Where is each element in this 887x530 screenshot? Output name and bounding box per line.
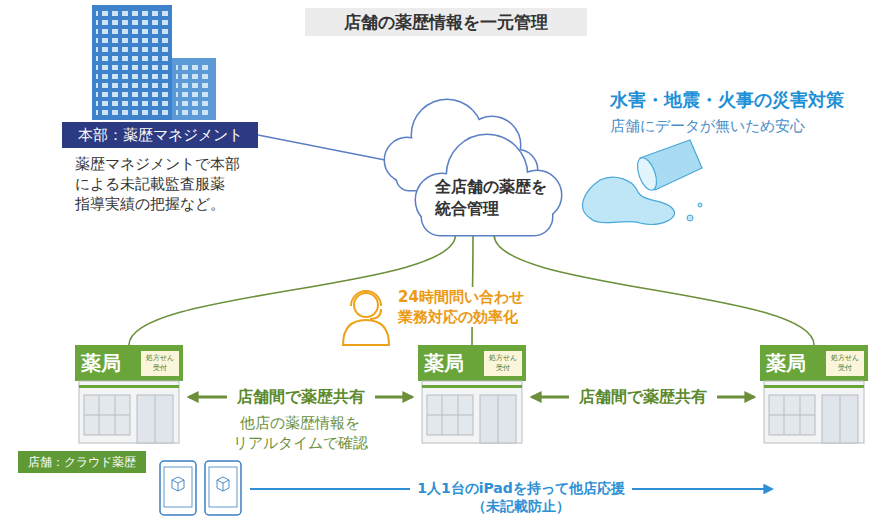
- store-wall: [79, 381, 179, 443]
- tag-text: 店舗：クラウド薬歴: [18, 451, 146, 473]
- store-sign-text: 薬局: [766, 350, 806, 376]
- headquarters-box: 本部：薬歴マネジメント薬歴マネジメントで本部 による未記載監査服薬 指導実績の把…: [62, 122, 258, 218]
- ipad-cube: [217, 477, 229, 491]
- store-sign-text: 薬局: [424, 350, 464, 376]
- store-stripe: [79, 385, 179, 388]
- bucket-mouth: [634, 155, 661, 192]
- store-door: [480, 395, 516, 443]
- box-heading: 本部：薬歴マネジメント: [62, 122, 258, 148]
- water-drop: [698, 203, 702, 207]
- box-body: 薬歴マネジメントで本部 による未記載監査服薬 指導実績の把握など。: [75, 154, 255, 214]
- store-door-frame: [498, 395, 499, 443]
- diagram-title: 店舗の薬歴情報を一元管理: [305, 8, 587, 36]
- store-reception-sign: 処方せん 受付: [484, 351, 522, 376]
- ipad-icon: [205, 461, 241, 515]
- connector-label: 店舗間で薬歴共有: [569, 386, 717, 408]
- store-reception-sign: 処方せん 受付: [826, 351, 864, 376]
- operator-icon: [343, 291, 389, 345]
- pharmacy-store: 薬局処方せん 受付: [760, 345, 868, 443]
- ipad-frame: [160, 461, 196, 515]
- store-stripe: [764, 385, 864, 388]
- store-window-frame: [427, 415, 473, 416]
- note-text: 店舗にデータが無いため安心: [610, 116, 805, 136]
- note-heading: 水害・地震・火事の災害対策: [610, 88, 844, 112]
- service-note: 24時間問い合わせ 業務対応の効率化: [398, 287, 538, 327]
- store-window-frame: [84, 415, 130, 416]
- share-note: 他店の薬歴情報を リアルタイムで確認: [222, 413, 378, 453]
- operator-head: [354, 293, 378, 317]
- connector: [258, 135, 385, 160]
- ipad-frame: [205, 461, 241, 515]
- store-wall: [764, 381, 864, 443]
- connector: [494, 235, 814, 345]
- store-window: [427, 395, 473, 435]
- ipad-cube: [172, 477, 184, 491]
- store-door: [137, 395, 173, 443]
- pharmacy-store: 薬局処方せん 受付: [75, 345, 183, 443]
- pharmacy-store: 薬局処方せん 受付: [418, 345, 526, 443]
- store-door: [822, 395, 858, 443]
- water-drop: [687, 215, 693, 221]
- connector-label: 店舗間で薬歴共有: [227, 386, 375, 408]
- store-sign-text: 薬局: [81, 350, 121, 376]
- store-window-frame: [769, 415, 815, 416]
- cloud-node: 全店舗の薬歴を 統合管理: [385, 100, 561, 235]
- store-tag: 店舗：クラウド薬歴: [18, 451, 146, 473]
- operator-headset: [351, 291, 381, 306]
- store-door-frame: [155, 395, 156, 443]
- store-stripe: [422, 385, 522, 388]
- store-door-frame: [840, 395, 841, 443]
- ipad-icon: [160, 461, 196, 515]
- store-window: [769, 395, 815, 435]
- operator-mic: [370, 309, 381, 319]
- store-wall: [422, 381, 522, 443]
- hq-building: [92, 5, 172, 120]
- cloud-text: 全店舗の薬歴を 統合管理: [435, 176, 555, 220]
- ipad-screen: [164, 467, 192, 507]
- store-sign: [418, 345, 526, 381]
- store-sign: [760, 345, 868, 381]
- ipad-screen: [209, 467, 237, 507]
- cloud-shape: [416, 135, 561, 235]
- store-window: [84, 395, 130, 435]
- hq-windows: [96, 10, 168, 115]
- operator-body: [343, 320, 389, 345]
- support-note: 1人1台のiPadを持って他店応援 （未記載防止）: [410, 479, 632, 515]
- store-reception-sign: 処方せん 受付: [141, 351, 179, 376]
- store-sign: [75, 345, 183, 381]
- hq-annex-windows: [176, 62, 212, 118]
- hq-annex: [172, 58, 216, 120]
